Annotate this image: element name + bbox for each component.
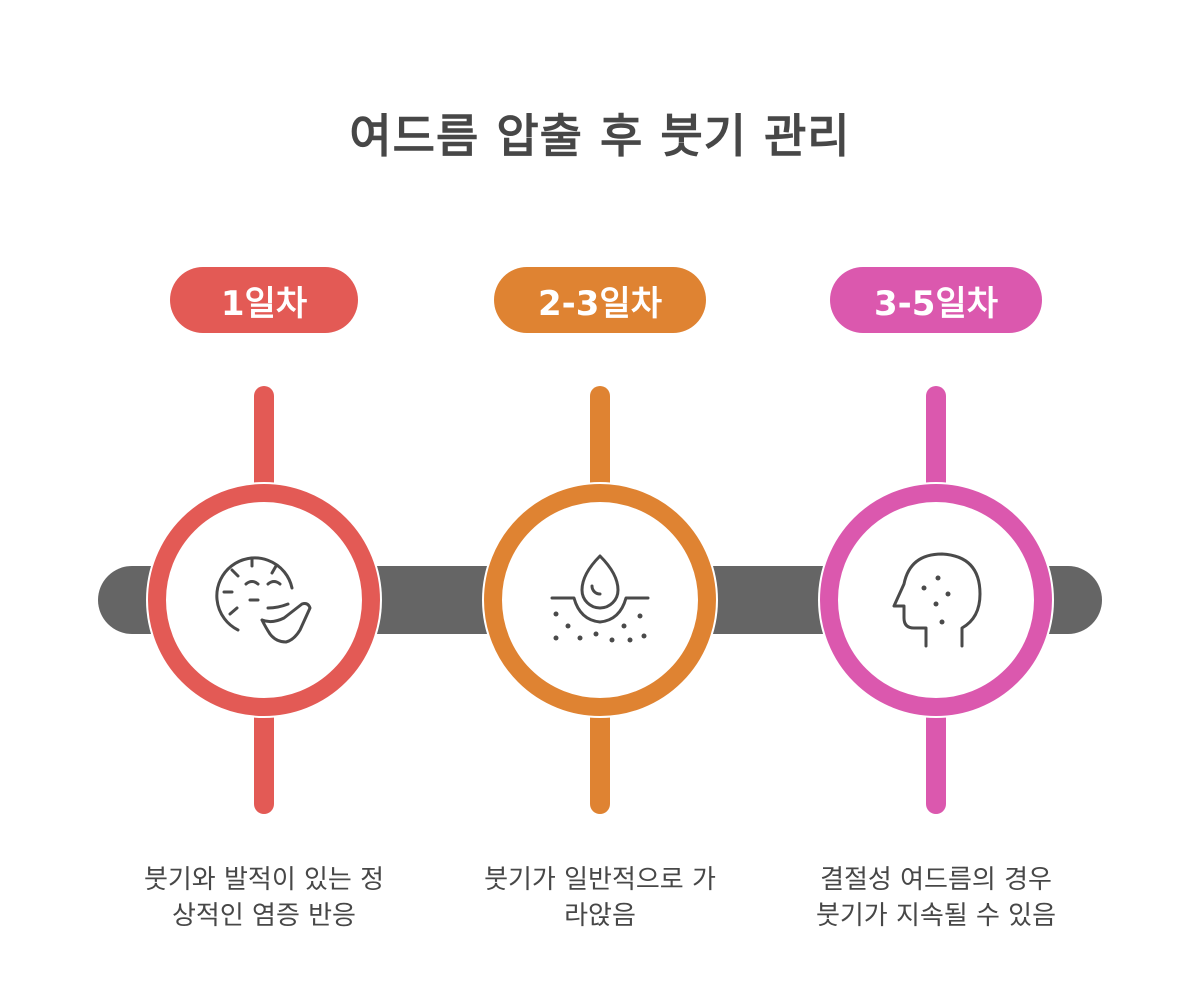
skin-drop-icon	[550, 554, 650, 624]
stage-1-description-line-2: 상적인 염증 반응	[172, 901, 356, 931]
stage-1-node	[146, 386, 382, 814]
stage-3-description-line-1: 결절성 여드름의 경우	[820, 865, 1052, 895]
stage-2-description: 붓기가 일반적으로 가 라앉음	[450, 862, 750, 934]
stage-2-node	[482, 386, 718, 814]
stage-3-description-line-2: 붓기가 지속될 수 있음	[815, 901, 1057, 931]
stage-3-description: 결절성 여드름의 경우 붓기가 지속될 수 있음	[786, 862, 1086, 934]
stage-2-description-line-1: 붓기가 일반적으로 가	[484, 865, 716, 895]
page-title: 여드름 압출 후 붓기 관리	[349, 109, 851, 163]
stage-3-node	[818, 386, 1054, 814]
stage-3-badge: 3-5일차	[830, 267, 1042, 333]
stage-1-description-line-1: 붓기와 발적이 있는 정	[143, 865, 385, 895]
skin-pores	[553, 611, 647, 643]
stage-1-badge: 1일차	[170, 267, 358, 333]
stage-2-badge: 2-3일차	[494, 267, 706, 333]
stage-2-description-line-2: 라앉음	[564, 901, 636, 931]
stage-1-description: 붓기와 발적이 있는 정 상적인 염증 반응	[114, 862, 414, 934]
swollen-face-icon	[215, 556, 312, 644]
face-acne-icon	[892, 552, 982, 648]
acne-spots	[921, 575, 951, 625]
